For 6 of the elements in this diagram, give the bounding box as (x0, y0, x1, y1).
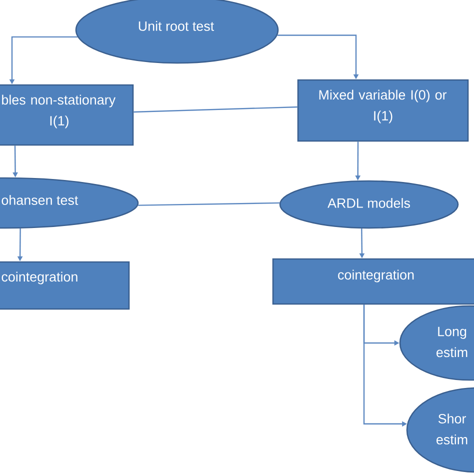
connector-line (138, 202, 280, 206)
process-box: Mixed variable I(0) or I(1) (297, 79, 469, 142)
connector-line (134, 106, 298, 113)
process-box: cointegration (272, 258, 474, 305)
process-box: bles non-stationary I(1) (0, 84, 134, 146)
process-box: cointegration (0, 261, 130, 310)
